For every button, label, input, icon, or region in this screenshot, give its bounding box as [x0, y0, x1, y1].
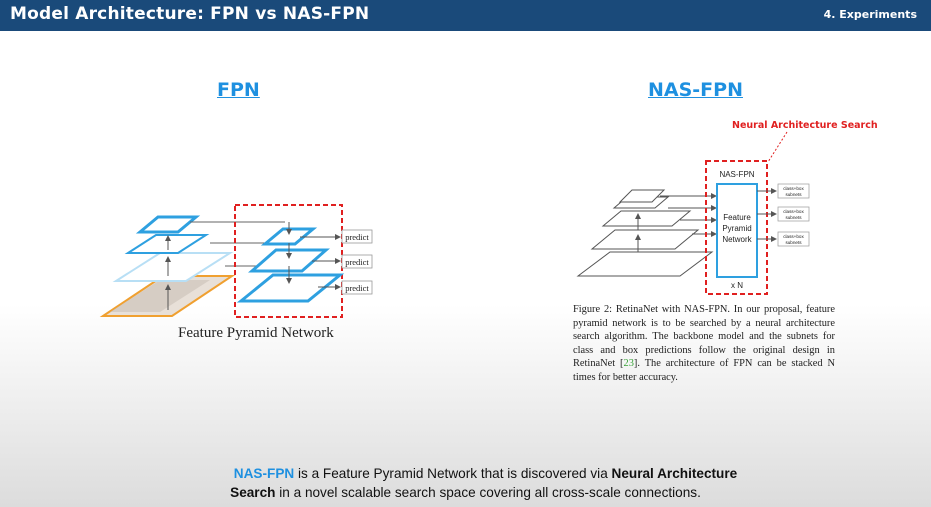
summary-text: NAS-FPN is a Feature Pyramid Network tha…	[230, 466, 738, 500]
predict-label: predict	[345, 257, 369, 267]
nas-backbone-layer	[601, 210, 692, 227]
backbone-upper-layer	[124, 234, 210, 254]
svg-text:class+box: class+box	[783, 186, 804, 191]
fpn-diagram: predict predict predict	[99, 204, 373, 318]
nas-box-line: Network	[722, 235, 752, 244]
slide-title: Model Architecture: FPN vs NAS-FPN	[10, 4, 370, 24]
svg-text:class+box: class+box	[783, 209, 804, 214]
nas-backbone-layer	[576, 251, 714, 277]
predict-label: predict	[345, 283, 369, 293]
header-bar: Model Architecture: FPN vs NAS-FPN 4. Ex…	[0, 0, 931, 31]
predict-box	[341, 254, 373, 269]
summary-accent: NAS-FPN	[233, 466, 295, 481]
fpn-caption: Feature Pyramid Network	[178, 325, 334, 341]
pyramid-bottom-layer	[236, 273, 345, 303]
predict-label: predict	[345, 232, 369, 242]
subnet-box	[777, 183, 810, 199]
backbone-mid-layer	[112, 252, 234, 282]
subnet-box	[777, 231, 810, 247]
nas-box-times: x N	[731, 281, 743, 290]
pyramid-mid-layer	[248, 248, 330, 273]
nas-backbone-layer	[618, 189, 666, 203]
figure-caption: Figure 2: RetinaNet with NAS-FPN. In our…	[573, 304, 835, 383]
nas-fpn-inner-box	[716, 183, 758, 278]
predict-box	[341, 280, 373, 295]
predict-box	[341, 229, 373, 244]
nas-fpn-diagram: NAS-FPN Feature Pyramid Network x N clas…	[576, 131, 810, 295]
nas-red-dashed-box	[705, 160, 768, 295]
nas-box-line: Pyramid	[722, 224, 751, 233]
fpn-heading-link[interactable]: FPN	[217, 79, 260, 101]
nas-label: Neural Architecture Search	[732, 120, 878, 131]
pyramid-top-layer	[260, 227, 318, 246]
svg-text:class+box: class+box	[783, 234, 804, 239]
svg-text:subnets: subnets	[785, 192, 802, 197]
subnet-box	[777, 206, 810, 222]
backbone-top-layer	[135, 215, 201, 234]
nas-box-title: NAS-FPN	[719, 170, 754, 179]
nas-box-line: Feature	[723, 213, 751, 222]
nas-backbone-layer	[590, 229, 700, 250]
citation-link[interactable]: 23	[623, 358, 634, 370]
svg-text:subnets: subnets	[785, 240, 802, 245]
section-label: 4. Experiments	[823, 8, 917, 21]
nas-fpn-heading-link[interactable]: NAS-FPN	[648, 79, 743, 101]
svg-text:subnets: subnets	[785, 215, 802, 220]
